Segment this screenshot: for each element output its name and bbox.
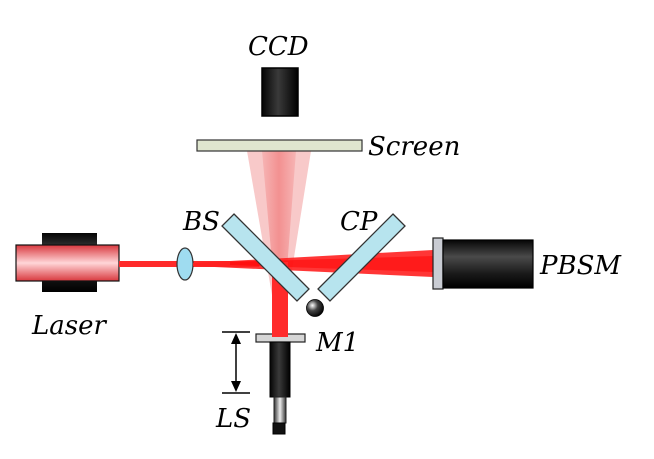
pbsm-label: PBSM — [539, 251, 622, 281]
laser-label: Laser — [31, 311, 107, 341]
screen-label: Screen — [368, 132, 460, 162]
pbsm-body — [442, 239, 534, 289]
screen — [196, 139, 363, 152]
linear-stage-knob — [272, 422, 286, 435]
travel-double-arrow — [222, 331, 250, 394]
cp-label: CP — [340, 207, 378, 237]
arrow-head-down — [231, 381, 241, 392]
pivot-ball — [306, 299, 324, 317]
compensation-plate — [317, 213, 406, 302]
linear-stage-body — [269, 341, 291, 398]
lens — [176, 247, 194, 281]
ccd-label: CCD — [248, 32, 309, 62]
pbsm-plate — [432, 237, 444, 290]
ls-label: LS — [215, 404, 251, 434]
bs-label: BS — [182, 207, 220, 237]
arrow-head-up — [231, 333, 241, 344]
m1-red-spot — [272, 333, 288, 337]
ccd-camera — [261, 67, 299, 117]
beam-splitter — [221, 213, 310, 302]
linear-stage-post — [273, 396, 287, 424]
beam-to-pbsm-core — [230, 256, 433, 272]
laser-source — [15, 244, 120, 282]
m1-label: M1 — [315, 328, 359, 358]
